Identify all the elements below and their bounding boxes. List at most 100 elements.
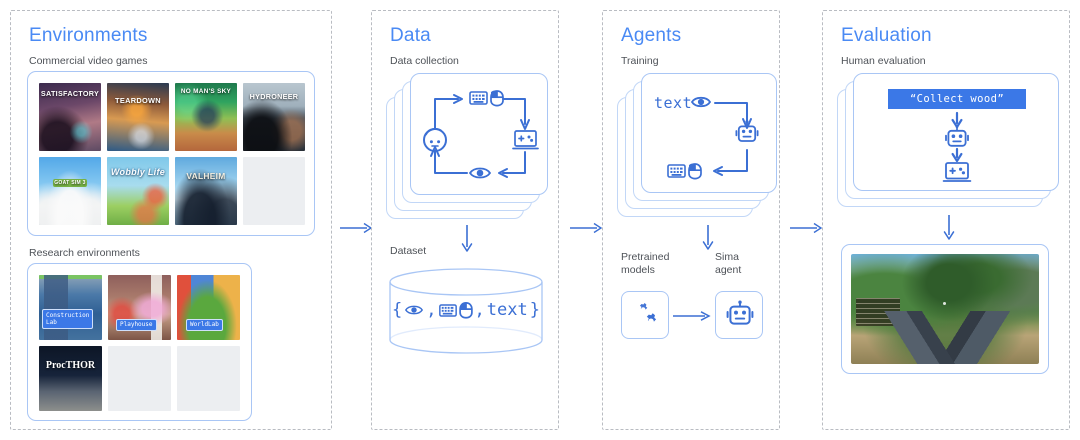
evaluation-flow-diagram	[942, 111, 972, 182]
thumb-art-detail	[175, 83, 237, 151]
arrow-evaluation-to-result	[942, 215, 956, 243]
eye-icon	[690, 96, 712, 108]
research-environments-grid: Construction Lab Playhouse WorldLab	[39, 275, 242, 411]
game-thumbnail-wobbly-life[interactable]: Wobbly Life	[107, 157, 169, 225]
column-title-agents: Agents	[621, 25, 682, 46]
game-thumbnail-placeholder	[243, 157, 305, 225]
game-thumbnail-no-mans-sky[interactable]: NO MAN'S SKY	[175, 83, 237, 151]
card-sheet-front: text	[641, 73, 777, 193]
research-label-playhouse: Playhouse	[116, 318, 157, 331]
column-subtitle-training: Training	[621, 55, 659, 67]
evaluation-card-stack: “Collect wood”	[837, 73, 1059, 213]
flow-arrow-agents-to-evaluation	[790, 222, 824, 234]
column-title-environments: Environments	[29, 25, 148, 46]
person-icon	[423, 127, 447, 152]
game-title-hydroneer: HYDRONEER	[249, 92, 299, 101]
keyboard-icon	[667, 164, 686, 178]
arrow-collection-to-dataset	[460, 225, 474, 255]
comma-1: ,	[426, 300, 437, 320]
comma-2: ,	[474, 300, 485, 320]
research-thumbnail-playhouse[interactable]: Playhouse	[108, 275, 171, 340]
thumb-art-detail	[243, 83, 305, 151]
dataset-contents: { ,	[386, 300, 546, 320]
research-title-procthor: ProcTHOR	[45, 360, 96, 371]
data-collection-card-stack	[386, 73, 548, 223]
column-title-data: Data	[390, 25, 431, 46]
column-subtitle-commercial-games: Commercial video games	[29, 55, 148, 67]
dataset-text-token: text	[486, 300, 528, 320]
thumb-art-detail	[39, 83, 101, 151]
commercial-games-panel: SATISFACTORY TEARDOWN NO MAN'S SKY	[27, 71, 315, 236]
brace-close: }	[529, 300, 540, 320]
card-sheet-front: “Collect wood”	[853, 73, 1059, 191]
section-label-research-environments: Research environments	[29, 247, 140, 259]
section-label-dataset: Dataset	[390, 245, 427, 257]
game-title-valheim: VALHEIM	[186, 171, 226, 181]
game-thumbnail-hydroneer[interactable]: HYDRONEER	[243, 83, 305, 151]
game-title-wobbly-life: Wobbly Life	[110, 167, 166, 177]
keyboard-icon	[438, 303, 457, 317]
gameplay-screenshot[interactable]	[851, 254, 1039, 364]
gears-icon	[639, 303, 657, 324]
game-thumbnail-teardown[interactable]: TEARDOWN	[107, 83, 169, 151]
pretrained-models-box[interactable]	[621, 291, 669, 339]
mouse-icon	[458, 301, 473, 319]
game-thumbnail-satisfactory[interactable]: SATISFACTORY	[39, 83, 101, 151]
instruction-chip: “Collect wood”	[888, 89, 1026, 109]
thumb-art-procthor	[39, 346, 102, 411]
training-card-stack: text	[617, 73, 777, 223]
robot-icon	[726, 300, 754, 325]
flow-arrow-data-to-agents	[570, 222, 604, 234]
research-thumbnail-construction-lab[interactable]: Construction Lab	[39, 275, 102, 340]
research-label-worldlab: WorldLab	[186, 318, 223, 331]
screenshot-player-arms	[851, 311, 1039, 364]
eye-icon	[468, 167, 492, 179]
training-loop-diagram	[667, 96, 759, 180]
column-data: Data Data collection	[371, 10, 559, 430]
column-evaluation: Evaluation Human evaluation “Collect woo…	[822, 10, 1070, 430]
card-sheet-front	[410, 73, 548, 195]
arrow-training-to-models	[701, 225, 715, 253]
column-agents: Agents Training text	[602, 10, 780, 430]
research-label-construction-lab: Construction Lab	[42, 309, 94, 329]
screenshot-crosshair	[943, 302, 947, 306]
commercial-games-grid: SATISFACTORY TEARDOWN NO MAN'S SKY	[39, 83, 305, 226]
robot-icon	[735, 120, 759, 142]
column-subtitle-human-evaluation: Human evaluation	[841, 55, 926, 67]
game-title-teardown: TEARDOWN	[115, 96, 161, 105]
game-title-satisfactory: SATISFACTORY	[40, 89, 100, 98]
research-thumbnail-placeholder	[108, 346, 171, 411]
game-screen-icon	[512, 130, 539, 150]
thumb-art-detail	[107, 83, 169, 151]
research-thumbnail-worldlab[interactable]: WorldLab	[177, 275, 240, 340]
result-screenshot-panel	[841, 244, 1049, 374]
column-environments: Environments Commercial video games SATI…	[10, 10, 332, 430]
thumb-art-detail	[107, 157, 169, 225]
brace-open: {	[392, 300, 403, 320]
research-thumbnail-placeholder	[177, 346, 240, 411]
sima-agent-box[interactable]	[715, 291, 763, 339]
training-text-token: text	[654, 94, 693, 112]
thumb-art-detail	[175, 157, 237, 225]
game-title-goat-simulator-3: GOAT SIM 3	[53, 179, 87, 187]
game-thumbnail-goat-simulator-3[interactable]: GOAT SIM 3	[39, 157, 101, 225]
caption-pretrained-models: Pretrained models	[621, 251, 670, 276]
game-screen-icon	[942, 162, 972, 182]
column-subtitle-data-collection: Data collection	[390, 55, 459, 67]
mouse-icon	[688, 163, 702, 180]
robot-icon	[945, 125, 969, 147]
game-thumbnail-valheim[interactable]: VALHEIM	[175, 157, 237, 225]
arrow-pretrained-to-sima	[673, 310, 713, 322]
research-environments-panel: Construction Lab Playhouse WorldLab	[27, 263, 252, 421]
data-collection-loop-diagram	[423, 90, 539, 179]
research-thumbnail-procthor[interactable]: ProcTHOR	[39, 346, 102, 411]
column-title-evaluation: Evaluation	[841, 25, 932, 46]
caption-sima-agent: Sima agent	[715, 251, 742, 276]
flow-arrow-environments-to-data	[340, 222, 374, 234]
game-title-no-mans-sky: NO MAN'S SKY	[180, 88, 232, 95]
thumb-art-detail	[39, 157, 101, 225]
thumb-art-detail	[39, 275, 102, 340]
dataset-cylinder: { ,	[386, 267, 546, 357]
eye-icon	[405, 305, 424, 315]
